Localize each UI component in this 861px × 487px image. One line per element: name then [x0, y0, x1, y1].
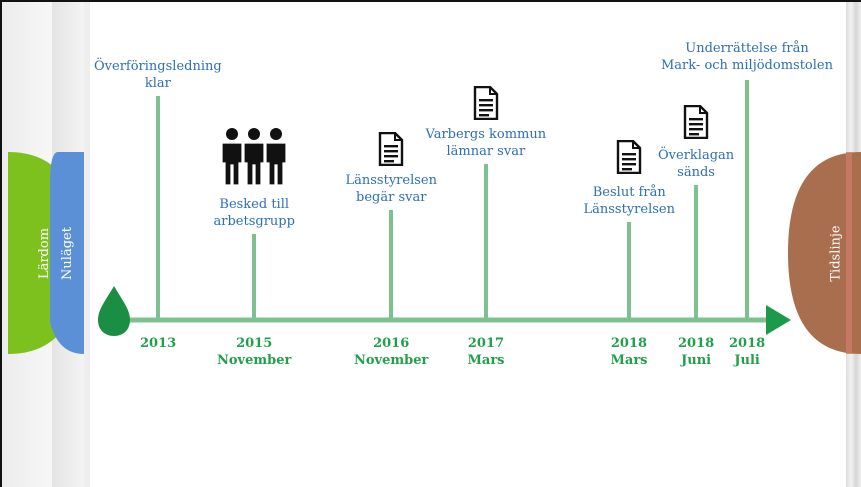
event-date-line: Juli	[734, 353, 760, 368]
event-date-line: Juni	[681, 353, 712, 368]
page-strip-left-3	[84, 2, 90, 487]
event-label-line: Länsstyrelsen	[345, 173, 437, 188]
document-icon	[378, 131, 404, 170]
event-stem	[389, 210, 393, 320]
event-stem	[694, 185, 698, 320]
event-label-line: lämnar svar	[446, 144, 526, 159]
event-label-line: Besked till	[219, 197, 290, 212]
event-label-line: Underrättelse från	[685, 41, 809, 56]
event-date-line: 2013	[140, 336, 177, 351]
event-label: Överföringsledning klar	[94, 58, 222, 92]
timeline-arrow-head	[766, 305, 791, 335]
event-label-line: Mark- och miljödomstolen	[661, 58, 833, 73]
event-label-line: arbetsgrupp	[213, 214, 295, 229]
event-label-line: begär svar	[356, 190, 427, 205]
event-label: Besked till arbetsgrupp	[214, 196, 295, 230]
event-date-line: 2017	[467, 336, 505, 351]
timeline-start-drop	[98, 286, 130, 336]
event-label-line: Varbergs kommun	[425, 127, 547, 142]
event-label: Länsstyrelsen begär svar	[346, 172, 437, 206]
event-stem	[627, 222, 631, 320]
event-stem	[156, 96, 160, 320]
tab-nulaget[interactable]: Nuläget	[50, 152, 84, 354]
event-label-line: sänds	[677, 165, 715, 180]
event-stem	[484, 164, 488, 320]
event-date-line: 2018	[729, 336, 766, 351]
event-date-line: 2018	[678, 336, 715, 351]
event-label-line: klar	[144, 76, 171, 91]
event-label-line: Länsstyrelsen	[583, 202, 675, 217]
event-date-line: Mars	[467, 353, 505, 368]
tidslinje-accent	[846, 152, 852, 354]
event-stem	[745, 80, 749, 320]
event-date-line: 2016	[373, 336, 410, 351]
event-date-line: 2018	[610, 336, 648, 351]
event-label-line: Överklagan	[658, 148, 735, 163]
document-icon	[683, 104, 709, 143]
event-date: 2013	[140, 335, 176, 352]
document-icon	[473, 85, 499, 124]
event-date-line: November	[354, 353, 429, 368]
people-icon	[221, 127, 287, 191]
event-date-line: November	[217, 353, 292, 368]
event-stem	[252, 234, 256, 320]
event-label-line: Överföringsledning	[94, 59, 222, 74]
document-icon	[616, 139, 642, 178]
event-label: Överklagan sänds	[658, 147, 734, 181]
event-label-line: Beslut från	[592, 185, 666, 200]
event-label: Varbergs kommun lämnar svar	[426, 126, 547, 160]
event-date-line: 2015	[236, 336, 273, 351]
event-date-line: Mars	[610, 353, 648, 368]
